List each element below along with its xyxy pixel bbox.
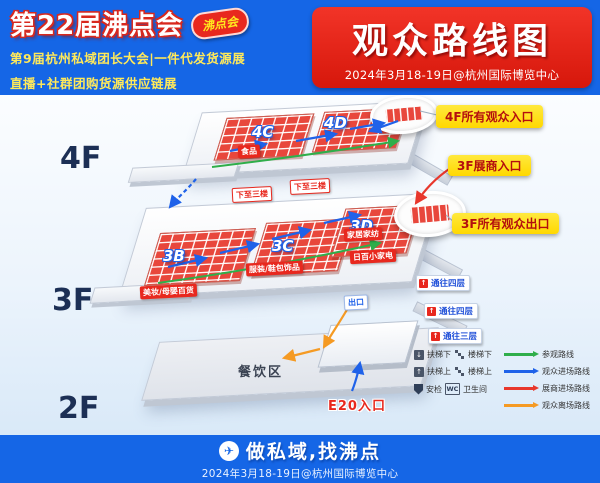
legend-label: 扶梯下 [427,350,451,359]
exit-chip: 出口 [343,294,369,311]
footer-date: 2024年3月18-19日@杭州国际博览中心 [201,468,399,480]
way-label-text: 通往三层 [443,332,478,342]
legend-route-label: 展商进场路线 [542,384,590,393]
floor-map: 4F 3F 2F 4C 4D 3B 3C 3D 食品 美妆/母婴百货 服装/鞋包… [0,92,600,435]
down-to-3f-chip: 下至三楼 [231,185,273,204]
callout-4f-visitor-entry: 4F所有观众入口 [436,105,543,128]
floor-label-4f: 4F [60,141,102,176]
escalator-down-icon: ↓ [414,349,424,360]
hall-label-4d: 4D [324,114,347,132]
zone-home: 家居家纺 [343,227,383,242]
way-label-text: 通往四层 [439,307,474,317]
toilet-icon: WC [445,383,460,395]
legend: ↓ 扶梯下 楼梯下 ↑ 扶梯上 楼梯上 安检 WC 卫生间 [414,349,590,411]
e20-entrance-label: E20入口 [328,399,386,414]
banner-title: 观众路线图 [351,21,552,62]
booth-block-3b [143,228,257,286]
e20-entrance-building [317,320,419,368]
security-check-icon [414,383,423,395]
way-label-to-3f: ↑ 通往三层 [428,328,483,344]
header-left: 第22届沸点会 沸点会 第9届杭州私域团长大会|一件代发货源展 直播+社群团购货… [10,5,312,92]
inset-booths [385,106,423,123]
legend-label: 楼梯上 [468,367,492,376]
legend-route-label: 观众离场路线 [542,401,590,410]
zone-daily: 日百小家电 [349,248,397,265]
hall-label-4c: 4C [252,123,274,141]
legend-label: 扶梯上 [427,367,451,376]
route-line-orange [504,401,539,409]
route-line-red [504,384,539,392]
floor-label-3f: 3F [52,283,94,318]
way-label-to-4f: ↑ 通往四层 [424,303,479,319]
hall-label-3c: 3C [272,237,294,255]
up-arrow-icon: ↑ [427,306,436,316]
legend-icons-column: ↓ 扶梯下 楼梯下 ↑ 扶梯上 楼梯上 安检 WC 卫生间 [414,349,492,395]
paper-plane-icon: ✈ [218,440,239,461]
dining-area-label: 餐饮区 [238,365,284,380]
footer-slogan: 做私域,找沸点 [245,441,382,463]
way-label-text: 通往四层 [431,279,466,289]
callout-3f-visitor-exit: 3F所有观众出口 [452,213,559,234]
banner-date: 2024年3月18-19日@杭州国际博览中心 [344,68,560,82]
escalator-up-icon: ↑ [414,366,424,377]
stairs-down-icon [454,349,465,360]
header: 第22届沸点会 沸点会 第9届杭州私域团长大会|一件代发货源展 直播+社群团购货… [0,0,600,95]
event-subtitle-1: 第9届杭州私域团长大会|一件代发货源展 [10,51,246,66]
route-map-banner: 观众路线图 2024年3月18-19日@杭州国际博览中心 [312,7,592,88]
floor-label-2f: 2F [58,391,100,426]
legend-routes-column: 参观路线 观众进场路线 展商进场路线 观众离场路线 [504,349,590,411]
zone-food: 食品 [237,144,261,159]
hall-label-3b: 3B [163,247,185,265]
legend-label: 楼梯下 [468,350,492,359]
way-label-to-4f: ↑ 通往四层 [416,275,471,291]
event-subtitle-2: 直播+社群团购货源供应链展 [10,76,177,91]
event-title: 第22届沸点会 [10,11,184,41]
legend-route-label: 参观路线 [542,350,574,359]
route-line-blue [504,367,539,375]
legend-route-label: 观众进场路线 [542,367,590,376]
up-arrow-icon: ↑ [419,278,428,288]
legend-label: 安检 [426,384,442,394]
legend-label: 卫生间 [463,384,487,394]
inset-booths [410,203,450,225]
route-line-green [504,350,539,358]
callout-3f-exhibitor-entry: 3F展商入口 [448,155,531,176]
down-to-3f-chip: 下至三楼 [289,177,331,196]
brand-logo-badge: 沸点会 [189,6,251,41]
footer: ✈ 做私域,找沸点 2024年3月18-19日@杭州国际博览中心 [0,435,600,483]
walkway-4f [127,162,240,183]
stairs-up-icon [454,366,465,377]
up-arrow-icon: ↑ [431,331,440,341]
